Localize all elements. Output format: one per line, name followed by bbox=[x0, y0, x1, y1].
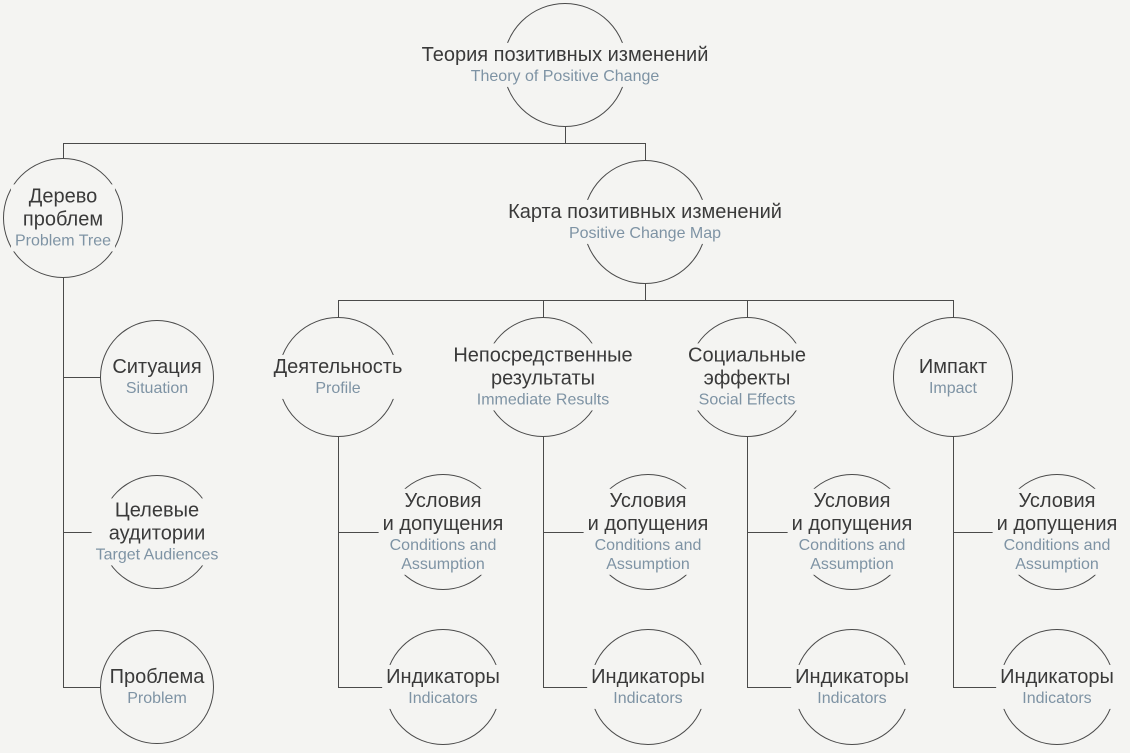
node-subtitle: Problem Tree bbox=[14, 232, 112, 250]
connector-line bbox=[338, 687, 385, 688]
node-subtitle: Conditions and Assumption bbox=[1003, 536, 1111, 573]
connector-line bbox=[747, 687, 794, 688]
node-conditions-results: Условия и допущения Conditions and Assum… bbox=[583, 474, 713, 590]
node-subtitle: Target Audiences bbox=[95, 546, 219, 564]
node-immediate-results: Непосредственные результаты Immediate Re… bbox=[449, 317, 637, 437]
node-indicators-activity: Индикаторы Indicators bbox=[382, 629, 504, 745]
node-title: Целевые аудитории bbox=[108, 499, 206, 545]
connector-line bbox=[543, 437, 544, 688]
node-title: Индикаторы bbox=[386, 665, 500, 688]
connector-line bbox=[543, 532, 590, 533]
node-title: Индикаторы bbox=[1000, 665, 1114, 688]
node-social-effects: Социальные эффекты Social Effects bbox=[684, 317, 810, 437]
connector-line bbox=[338, 300, 339, 317]
node-subtitle: Indicators bbox=[613, 689, 683, 707]
node-conditions-effects: Условия и допущения Conditions and Assum… bbox=[787, 474, 917, 590]
node-title: Дерево проблем bbox=[22, 185, 104, 231]
node-subtitle: Immediate Results bbox=[476, 391, 610, 409]
node-title: Теория позитивных изменений bbox=[421, 43, 709, 66]
node-title: Условия и допущения bbox=[791, 489, 913, 535]
connector-line bbox=[645, 284, 646, 300]
node-title: Индикаторы bbox=[795, 665, 909, 688]
node-subtitle: Conditions and Assumption bbox=[389, 536, 497, 573]
connector-line bbox=[63, 143, 645, 144]
connector-line bbox=[747, 300, 748, 317]
connector-line bbox=[543, 300, 544, 317]
node-title: Ситуация bbox=[112, 355, 202, 378]
node-title: Условия и допущения bbox=[587, 489, 709, 535]
node-subtitle: Positive Change Map bbox=[568, 224, 722, 242]
connector-line bbox=[63, 278, 64, 688]
node-title: Карта позитивных изменений bbox=[508, 200, 782, 223]
connector-line bbox=[63, 687, 100, 688]
node-subtitle: Indicators bbox=[1022, 689, 1092, 707]
node-title: Проблема bbox=[109, 665, 205, 688]
connector-line bbox=[338, 532, 385, 533]
node-theory: Теория позитивных изменений Theory of Po… bbox=[417, 3, 713, 127]
connector-line bbox=[953, 687, 999, 688]
connector-line bbox=[338, 300, 954, 301]
node-circle bbox=[3, 158, 123, 278]
node-subtitle: Profile bbox=[315, 379, 361, 397]
node-circle bbox=[893, 317, 1013, 437]
node-conditions-impact: Условия и допущения Conditions and Assum… bbox=[992, 474, 1122, 590]
connector-line bbox=[747, 532, 794, 533]
node-subtitle: Conditions and Assumption bbox=[594, 536, 702, 573]
node-subtitle: Situation bbox=[125, 379, 189, 397]
connector-line bbox=[63, 377, 100, 378]
node-subtitle: Indicators bbox=[408, 689, 478, 707]
connector-line bbox=[953, 300, 954, 317]
node-subtitle: Conditions and Assumption bbox=[798, 536, 906, 573]
connector-line bbox=[953, 437, 954, 688]
node-circle bbox=[100, 630, 214, 744]
connector-line bbox=[565, 127, 566, 143]
node-title: Индикаторы bbox=[591, 665, 705, 688]
connector-line bbox=[747, 437, 748, 688]
connector-line bbox=[338, 437, 339, 688]
node-subtitle: Impact bbox=[928, 379, 977, 397]
node-title: Условия и допущения bbox=[382, 489, 504, 535]
node-subtitle: Problem bbox=[127, 689, 187, 707]
node-subtitle: Social Effects bbox=[698, 391, 796, 409]
node-indicators-impact: Индикаторы Indicators bbox=[996, 629, 1118, 745]
node-impact: Импакт Impact bbox=[893, 317, 1013, 437]
node-title: Импакт bbox=[918, 355, 988, 378]
node-target-audiences: Целевые аудитории Target Audiences bbox=[91, 475, 223, 589]
node-problem-tree: Дерево проблем Problem Tree bbox=[3, 158, 123, 278]
node-conditions-activity: Условия и допущения Conditions and Assum… bbox=[378, 474, 508, 590]
connector-line bbox=[63, 143, 64, 158]
connector-line bbox=[645, 143, 646, 160]
node-problem: Проблема Problem bbox=[100, 630, 214, 744]
node-subtitle: Indicators bbox=[817, 689, 887, 707]
node-change-map: Карта позитивных изменений Positive Chan… bbox=[504, 160, 786, 284]
node-subtitle: Theory of Positive Change bbox=[470, 67, 660, 85]
node-title: Социальные эффекты bbox=[688, 344, 806, 390]
connector-line bbox=[543, 687, 590, 688]
connector-line bbox=[63, 532, 100, 533]
node-title: Деятельность bbox=[273, 355, 403, 378]
node-activity: Деятельность Profile bbox=[269, 317, 407, 437]
node-title: Условия и допущения bbox=[996, 489, 1118, 535]
node-situation: Ситуация Situation bbox=[100, 320, 214, 434]
node-indicators-effects: Индикаторы Indicators bbox=[791, 629, 913, 745]
node-circle bbox=[100, 320, 214, 434]
node-indicators-results: Индикаторы Indicators bbox=[587, 629, 709, 745]
connector-line bbox=[953, 532, 999, 533]
node-title: Непосредственные результаты bbox=[453, 344, 633, 390]
